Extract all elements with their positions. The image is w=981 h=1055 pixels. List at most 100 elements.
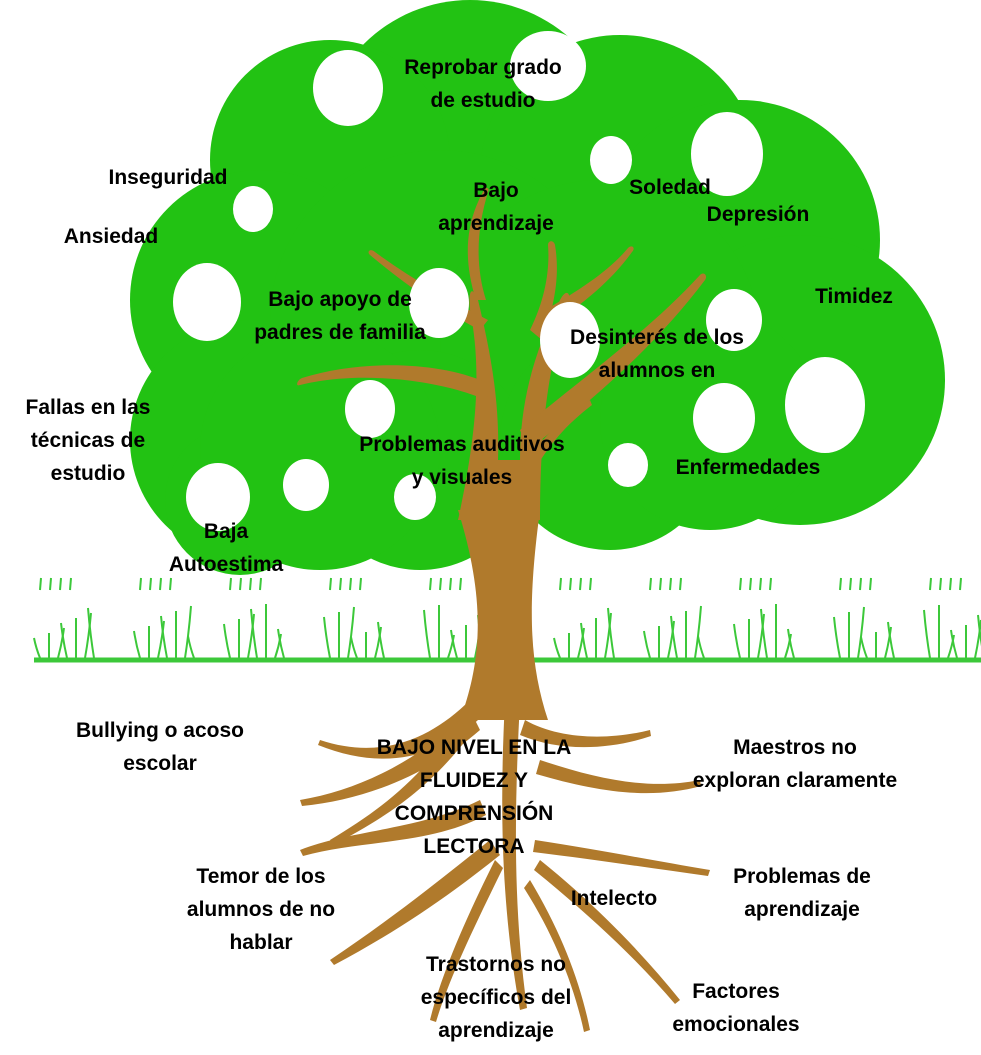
effect-bajo-apoyo-padres: Bajo apoyo de padres de familia xyxy=(254,288,426,344)
grass-blade xyxy=(149,577,152,591)
grass-blade xyxy=(347,606,355,659)
grass-blade xyxy=(259,577,262,591)
grass-blade xyxy=(133,630,141,659)
grass-blade xyxy=(139,577,142,591)
grass-blade xyxy=(439,577,442,591)
effect-ansiedad: Ansiedad xyxy=(63,225,159,248)
effect-fallas-tecnicas: Fallas en las técnicas de estudio xyxy=(25,396,151,485)
grass-blade xyxy=(857,606,865,659)
grass-blade xyxy=(849,577,852,591)
grass-blade xyxy=(160,615,168,659)
grass-blade xyxy=(449,577,452,591)
grass-blade xyxy=(759,577,762,591)
grass-blade xyxy=(450,629,458,659)
grass-blade xyxy=(250,608,258,659)
grass-blade xyxy=(947,634,955,659)
grass-blade xyxy=(57,627,65,659)
grass-blade xyxy=(39,577,42,591)
grass-blade xyxy=(749,577,752,591)
grass-blade xyxy=(350,636,358,659)
central-problem: BAJO NIVEL EN LA FLUIDEZ Y COMPRENSIÓN L… xyxy=(376,736,572,858)
grass-blade xyxy=(860,636,868,659)
cause-trastornos: Trastornos no específicos del aprendizaj… xyxy=(420,953,572,1042)
grass-blade xyxy=(833,616,841,659)
grass-blade xyxy=(589,577,592,591)
grass-blade xyxy=(579,577,582,591)
grass-blade xyxy=(604,612,612,659)
effect-reprobar-grado: Reprobar grado de estudio xyxy=(404,56,562,112)
grass-blade xyxy=(87,607,95,659)
grass-blade xyxy=(643,630,651,659)
effect-baja-autoestima: Baja Autoestima xyxy=(168,520,284,576)
cause-factores: Factores emocionales xyxy=(672,980,800,1036)
tree-roots xyxy=(300,700,710,1032)
effect-bajo-aprendizaje: Bajo aprendizaje xyxy=(438,179,554,235)
grass-blade xyxy=(760,608,768,659)
grass-blade xyxy=(859,577,862,591)
grass-blade xyxy=(929,577,932,591)
grass-blade xyxy=(679,577,682,591)
grass-blade xyxy=(33,637,41,659)
grass-blade xyxy=(923,609,931,659)
grass-blade xyxy=(229,577,232,591)
cause-temor: Temor de los alumnos de no hablar xyxy=(186,865,336,954)
grass-blade xyxy=(423,609,431,659)
grass-blade xyxy=(577,627,585,659)
grass-blade xyxy=(784,633,792,659)
grass-blade xyxy=(884,626,892,659)
grass-blade xyxy=(377,621,385,659)
grass-blade xyxy=(359,577,362,591)
effect-inseguridad: Inseguridad xyxy=(108,166,228,189)
grass-blade xyxy=(169,577,172,591)
cause-bullying: Bullying o acoso escolar xyxy=(75,719,245,775)
grass-blade xyxy=(580,622,588,659)
grass-blade xyxy=(69,577,72,591)
grass-blade xyxy=(49,577,52,591)
grass-blade xyxy=(869,577,872,591)
grass-blade xyxy=(649,577,652,591)
grass-blade xyxy=(950,629,958,659)
grass-blade xyxy=(667,620,675,659)
effect-soledad: Soledad xyxy=(629,176,711,199)
grass-blade xyxy=(339,577,342,591)
grass-blade xyxy=(187,635,195,659)
cause-problemas-aprendizaje: Problemas de aprendizaje xyxy=(733,865,871,921)
grass-blade xyxy=(553,637,561,659)
grass-blade xyxy=(739,577,742,591)
effect-problemas-auditivos: Problemas auditivos y visuales xyxy=(359,433,565,489)
cause-maestros: Maestros no exploran claramente xyxy=(692,736,898,792)
grass-blade xyxy=(670,615,678,659)
grass-blade xyxy=(447,634,455,659)
grass-blade xyxy=(459,577,462,591)
grass-blade xyxy=(887,621,895,659)
cause-intelecto: Intelecto xyxy=(570,887,658,910)
grass-blade xyxy=(59,577,62,591)
grass-blade xyxy=(769,577,772,591)
grass-blade xyxy=(949,577,952,591)
grass-blade xyxy=(329,577,332,591)
grass-blade xyxy=(959,577,962,591)
grass-blade xyxy=(694,605,702,659)
grass-blade xyxy=(277,628,285,659)
canopy-holes xyxy=(173,31,865,531)
grass-blade xyxy=(559,577,562,591)
grass-blade xyxy=(733,623,741,659)
effect-timidez: Timidez xyxy=(815,285,893,308)
grass-blade xyxy=(787,628,795,659)
grass-blade xyxy=(659,577,662,591)
grass-blade xyxy=(249,577,252,591)
grass-blade xyxy=(60,622,68,659)
grass-blade xyxy=(374,626,382,659)
grass-blade xyxy=(607,607,615,659)
effect-enfermedades: Enfermedades xyxy=(675,456,821,479)
grass-blade xyxy=(184,605,192,659)
grass-blade xyxy=(669,577,672,591)
grass-blade xyxy=(939,577,942,591)
grass-blade xyxy=(84,612,92,659)
grass-blade xyxy=(697,635,705,659)
grass-blade xyxy=(239,577,242,591)
grass-blade xyxy=(274,633,282,659)
grass-blade xyxy=(223,623,231,659)
